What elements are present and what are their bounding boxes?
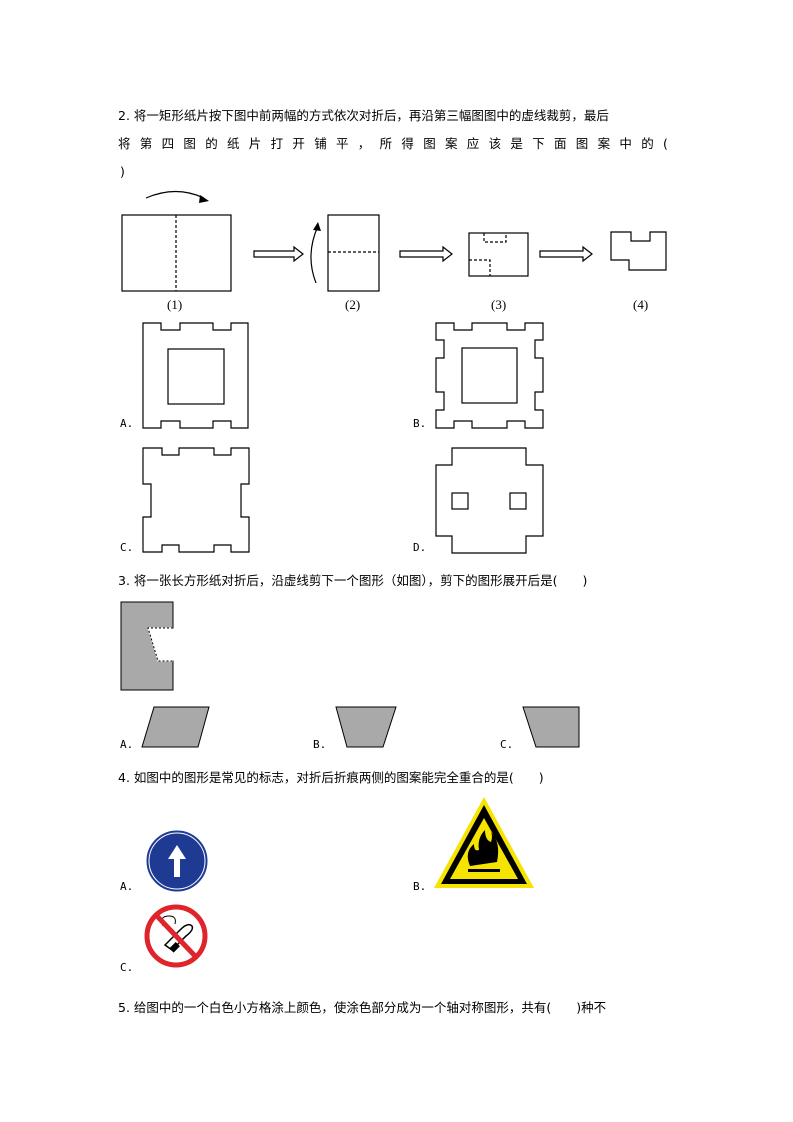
q2-option-c[interactable]: C.	[120, 541, 134, 554]
step1-label: (1)	[167, 297, 183, 312]
flammable-warning-sign-icon	[434, 797, 534, 888]
step3-paper	[468, 232, 529, 277]
option-b-shape	[435, 322, 544, 429]
q4-option-a[interactable]: A.	[120, 880, 134, 893]
q3-text: 3. 将一张长方形纸对折后，沿虚线剪下一个图形（如图），剪下的图形展开后是( )	[118, 573, 588, 588]
step2-paper	[327, 214, 380, 292]
q2-option-b[interactable]: B.	[413, 417, 427, 430]
q4-option-c[interactable]: C.	[120, 961, 134, 974]
right-arrow-icon	[539, 245, 593, 263]
option-c-shape	[142, 447, 250, 553]
q2-option-d[interactable]: D.	[413, 541, 427, 554]
q2-option-figures[interactable]	[0, 0, 793, 600]
option-a-shape	[142, 322, 249, 429]
option-d-shape	[435, 447, 544, 554]
q4-sign-figures	[144, 797, 534, 968]
option-b-trapezoid	[335, 706, 397, 748]
q2-text-line2: 将第四图的纸片打开铺平，所得图案应该是下面图案中的(	[118, 136, 678, 151]
q4-option-b[interactable]: B.	[413, 880, 427, 893]
step3-label: (3)	[491, 297, 507, 312]
option-a-parallelogram	[141, 706, 210, 748]
step4-label: (4)	[633, 297, 649, 312]
q2-option-a[interactable]: A.	[120, 417, 134, 430]
q3-figures	[120, 601, 580, 748]
q2-text-line3: )	[120, 164, 125, 179]
fold-arrow-icon	[310, 225, 319, 284]
q3-option-a[interactable]: A.	[120, 738, 134, 751]
option-c-trapezoid	[522, 706, 580, 748]
fold-arrow-icon	[145, 190, 205, 199]
q4-text: 4. 如图中的图形是常见的标志，对折后折痕两侧的图案能完全重合的是( )	[118, 770, 544, 785]
step2-label: (2)	[345, 297, 361, 312]
right-arrow-icon	[253, 245, 304, 263]
go-straight-sign-icon	[146, 830, 208, 892]
q2-fold-steps-figure	[121, 190, 667, 292]
no-smoking-sign-icon	[144, 904, 208, 968]
q2-text-line1: 2. 将一矩形纸片按下图中前两幅的方式依次对折后，再沿第三幅图图中的虚线裁剪，最…	[118, 108, 609, 123]
right-arrow-icon	[399, 245, 453, 263]
q5-text: 5. 给图中的一个白色小方格涂上颜色，使涂色部分成为一个轴对称图形，共有( )种…	[118, 1000, 607, 1015]
q3-option-b[interactable]: B.	[313, 738, 327, 751]
step4-shape	[610, 231, 667, 271]
q3-option-c[interactable]: C.	[500, 738, 514, 751]
